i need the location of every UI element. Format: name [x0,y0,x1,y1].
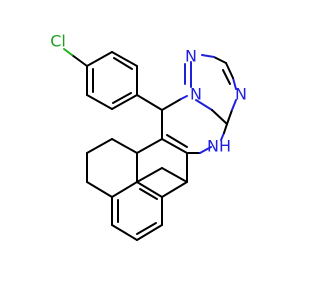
bond [213,56,227,64]
double-bond-line [136,222,157,235]
triazole-ring [184,54,237,125]
bond [111,138,138,154]
lower-benzene-ring [111,181,188,241]
bond [111,51,138,67]
double-bond-line [222,69,231,85]
bond [225,62,234,79]
bond [111,181,138,198]
bond [136,94,163,111]
bond [220,132,225,141]
bond [136,138,163,154]
chlorophenyl-ring [86,51,138,110]
bond [71,54,88,67]
double-bond-line [166,134,188,148]
bond [136,181,163,198]
double-bond-line [139,188,158,200]
bond [199,146,212,154]
nh-group: NH [207,137,231,156]
double-bond-line [112,92,132,104]
bond [180,95,188,100]
dihydro-ring [86,138,188,183]
bond [201,54,215,58]
nitrogen-atom: N [190,85,202,104]
bond [86,51,113,67]
bond [63,48,73,56]
bond [111,224,138,241]
bond [161,181,188,198]
bond [161,167,188,183]
nitrogen-atom: N [185,47,197,66]
chlorine-atom: Cl [50,32,66,51]
bond [226,109,233,125]
bond [136,224,163,241]
bond [161,138,188,154]
bond [86,138,113,154]
bond [195,99,213,111]
bond [232,77,237,90]
molecule-structure: Cl [50,32,247,241]
bond [111,94,138,110]
bond [86,181,113,198]
bond [223,123,228,134]
benzo-ring [86,152,188,198]
bond [231,99,237,111]
nitrogen-atom: N [235,85,247,104]
pyrimidine-ring [161,95,228,154]
bond [211,109,228,125]
bond [136,167,163,183]
bond [86,94,113,110]
double-bond-line [113,57,133,70]
bond [161,98,182,111]
